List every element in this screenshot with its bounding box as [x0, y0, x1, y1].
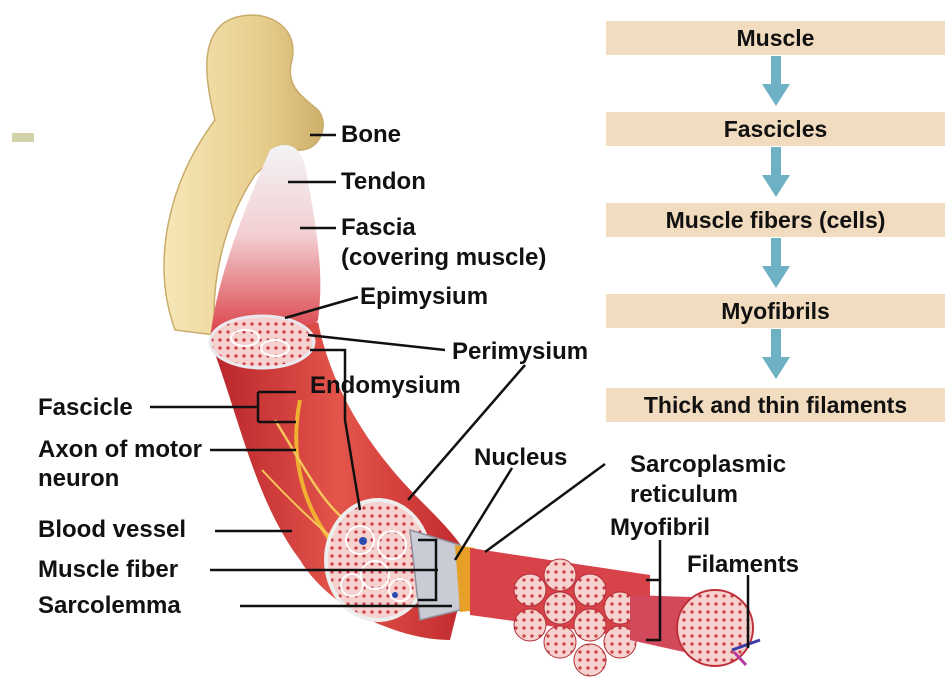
slide-bullet-dash [12, 133, 34, 142]
label-bone: Bone [341, 121, 401, 149]
myofibril-end [677, 590, 753, 666]
hierarchy-step-muscle: Muscle [606, 21, 945, 55]
hierarchy-step-muscle-fibers: Muscle fibers (cells) [606, 203, 945, 237]
label-myofibril: Myofibril [610, 514, 710, 542]
epimysium-section [210, 316, 314, 368]
hierarchy-step-fascicles: Fascicles [606, 112, 945, 146]
label-sr-line1: Sarcoplasmic [630, 451, 786, 479]
hierarchy-step-filaments: Thick and thin filaments [606, 388, 945, 422]
down-arrow-icon [762, 56, 790, 106]
myofibril-bundle [470, 548, 650, 676]
label-axon-line2: neuron [38, 465, 119, 493]
label-sarcolemma: Sarcolemma [38, 592, 181, 620]
label-filaments: Filaments [687, 551, 799, 579]
label-perimysium: Perimysium [452, 338, 588, 366]
label-epimysium: Epimysium [360, 283, 488, 311]
label-axon-line1: Axon of motor [38, 436, 202, 464]
label-sr-line2: reticulum [630, 481, 738, 509]
down-arrow-icon [762, 238, 790, 288]
label-blood-vessel: Blood vessel [38, 516, 186, 544]
down-arrow-icon [762, 147, 790, 197]
label-fascicle: Fascicle [38, 394, 133, 422]
label-endomysium: Endomysium [310, 372, 461, 400]
label-tendon: Tendon [341, 168, 426, 196]
label-fascia: Fascia [341, 214, 416, 242]
label-fascia-note: (covering muscle) [341, 244, 546, 272]
hierarchy-step-myofibrils: Myofibrils [606, 294, 945, 328]
down-arrow-icon [762, 329, 790, 379]
label-muscle-fiber: Muscle fiber [38, 556, 178, 584]
label-nucleus: Nucleus [474, 444, 567, 472]
